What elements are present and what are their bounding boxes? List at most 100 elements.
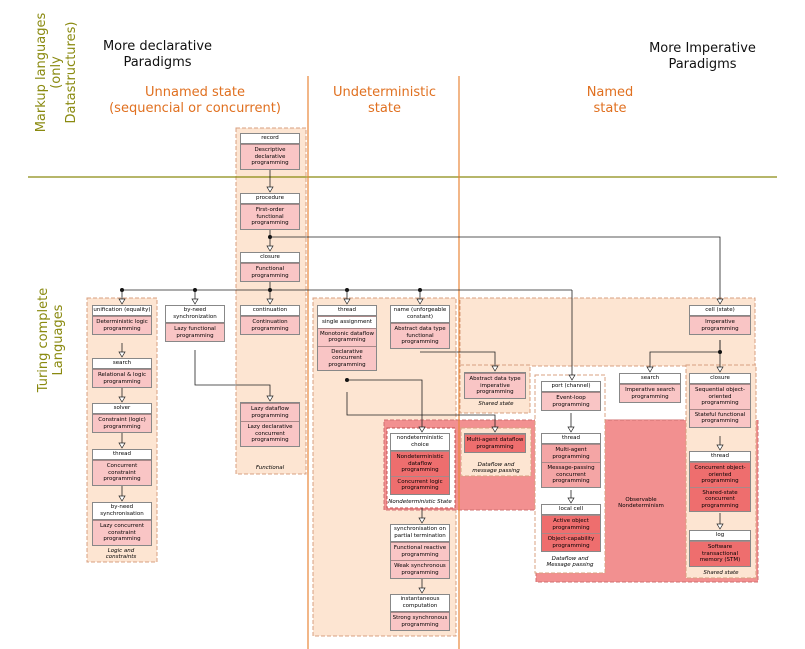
arrow-multiagent (491, 426, 499, 433)
node-paradigm: Multi-agent programming (542, 444, 600, 462)
node-paradigm: Constraint (logic) programming (93, 414, 151, 432)
node-paradigm: Declarative concurrent programming (318, 345, 376, 370)
node-paradigm: Weak synchronous programming (391, 560, 449, 578)
node-concept: procedure (241, 194, 299, 204)
arrow-byneed (191, 298, 199, 305)
edge-byneed-lazy (194, 350, 271, 401)
node-concept: unification (equality) (93, 306, 151, 316)
node-paradigm: Sequential object-oriented programming (690, 384, 750, 409)
node-paradigm: Functional reactive programming (391, 542, 449, 560)
arrow-thread3 (567, 426, 575, 433)
arrow-localcell (567, 497, 575, 504)
node-paradigm: Shared-state concurrent programming (690, 486, 750, 511)
node-concept: instantaneous computation (391, 595, 449, 612)
node-paradigm: Concurrent constraint programming (93, 460, 151, 485)
side-label-markup: Markup languages (only Datastructures) (34, 12, 79, 133)
side-label-turing: Turing complete Languages (36, 287, 66, 393)
node-concept: synchronisation on partial termination (391, 525, 449, 542)
node-paradigm: Concurrent logic programming (391, 475, 449, 494)
node-concept: closure (241, 253, 299, 263)
edge-thread2-multiagent (346, 392, 496, 432)
declarative-header: More declarative Paradigms (102, 39, 213, 70)
note-dataflow-message-passing: Dataflow and message passing (472, 462, 520, 474)
node-concept: nondeterministic choice (391, 434, 449, 451)
node-paradigm: Lazy concurrent constraint programming (93, 520, 151, 545)
note-shared-state-2: Shared state (703, 570, 739, 576)
note-dataflow-message-passing-2: Dataflow and Message passing (546, 556, 594, 568)
node-paradigm: Event-loop programming (542, 392, 600, 410)
arrow-log (716, 523, 724, 530)
node-concept: by-need synchronization (166, 306, 224, 323)
column-title-undeterministic: Undeterministic state (333, 85, 436, 116)
note-functional: Functional (255, 465, 285, 471)
note-shared-state-1: Shared state (478, 401, 514, 407)
note-logic-constraints: Logic and constraints (105, 548, 137, 560)
node-concept: name (unforgeable constant) (391, 306, 449, 323)
note-observable-nondeterminism: Observable Nondeterminism (618, 497, 664, 509)
column-title-unnamed: Unnamed state (sequencial or concurrent) (109, 85, 281, 116)
arrow-adt (491, 365, 499, 372)
arrow-search1 (118, 351, 126, 358)
node-paradigm: Concurrent object-oriented programming (690, 462, 750, 487)
node-concept: search (93, 359, 151, 369)
node-paradigm: Message-passing concurrent programming (542, 462, 600, 487)
node-paradigm: Relational & logic programming (93, 369, 151, 387)
arrow-closure2 (716, 366, 724, 373)
arrow-byneed2 (118, 495, 126, 502)
arrow-closure (266, 245, 274, 252)
node-concept: cell (state) (690, 306, 750, 316)
node-unification: unification (equality)Deterministic logi… (92, 305, 152, 335)
edge-name-adt (420, 351, 496, 371)
arrow-name (416, 298, 424, 305)
node-concept: continuation (241, 306, 299, 316)
node-concept: local cell (542, 505, 600, 515)
arrow-thread4 (716, 444, 724, 451)
arrow-solver (118, 396, 126, 403)
node-paradigm: Functional programming (241, 263, 299, 281)
node-concept: thread (542, 434, 600, 444)
node-paradigm: Software transactional memory (STM) (690, 541, 750, 566)
node-concept: closure (690, 374, 750, 384)
arrow-procedure (266, 186, 274, 193)
note-nondeterministic-state: Nondeterministic State (388, 499, 452, 505)
node-paradigm: Lazy dataflow programming (241, 403, 299, 421)
node-paradigm: First-order functional programming (241, 204, 299, 229)
arrow-search2 (646, 366, 654, 373)
node-paradigm: Abstract data type functional programmin… (391, 323, 449, 348)
node-paradigm: Descriptive declarative programming (241, 144, 299, 169)
node-paradigm: Deterministic logic programming (93, 316, 151, 334)
node-paradigm: Multi-agent dataflow programming (465, 434, 525, 452)
arrow-cell (716, 298, 724, 305)
node-paradigm: Lazy declarative concurrent programming (241, 421, 299, 446)
node-concept: port (channel) (542, 382, 600, 392)
node-paradigm: Strong synchronous programming (391, 612, 449, 630)
node-paradigm: Object-capability programming (542, 533, 600, 551)
node-concept: thread (690, 452, 750, 462)
column-title-named: Named state (586, 85, 634, 116)
arrow-thread (343, 298, 351, 305)
node-paradigm: Abstract data type imperative programmin… (465, 373, 525, 398)
node-paradigm: Continuation programming (241, 316, 299, 334)
edge-closure-cell (270, 236, 721, 304)
node-paradigm: Monotonic dataflow programming (318, 327, 376, 346)
arrow-nondet (418, 426, 426, 433)
node-cell: cell (state)Imperative programming (689, 305, 751, 335)
node-port: port (channel)Event-loop programming (541, 381, 601, 411)
node-name: name (unforgeable constant)Abstract data… (390, 305, 450, 349)
node-paradigm: single assignment (318, 316, 376, 328)
arrow-instant (418, 587, 426, 594)
imperative-header: More Imperative Paradigms (649, 41, 756, 72)
